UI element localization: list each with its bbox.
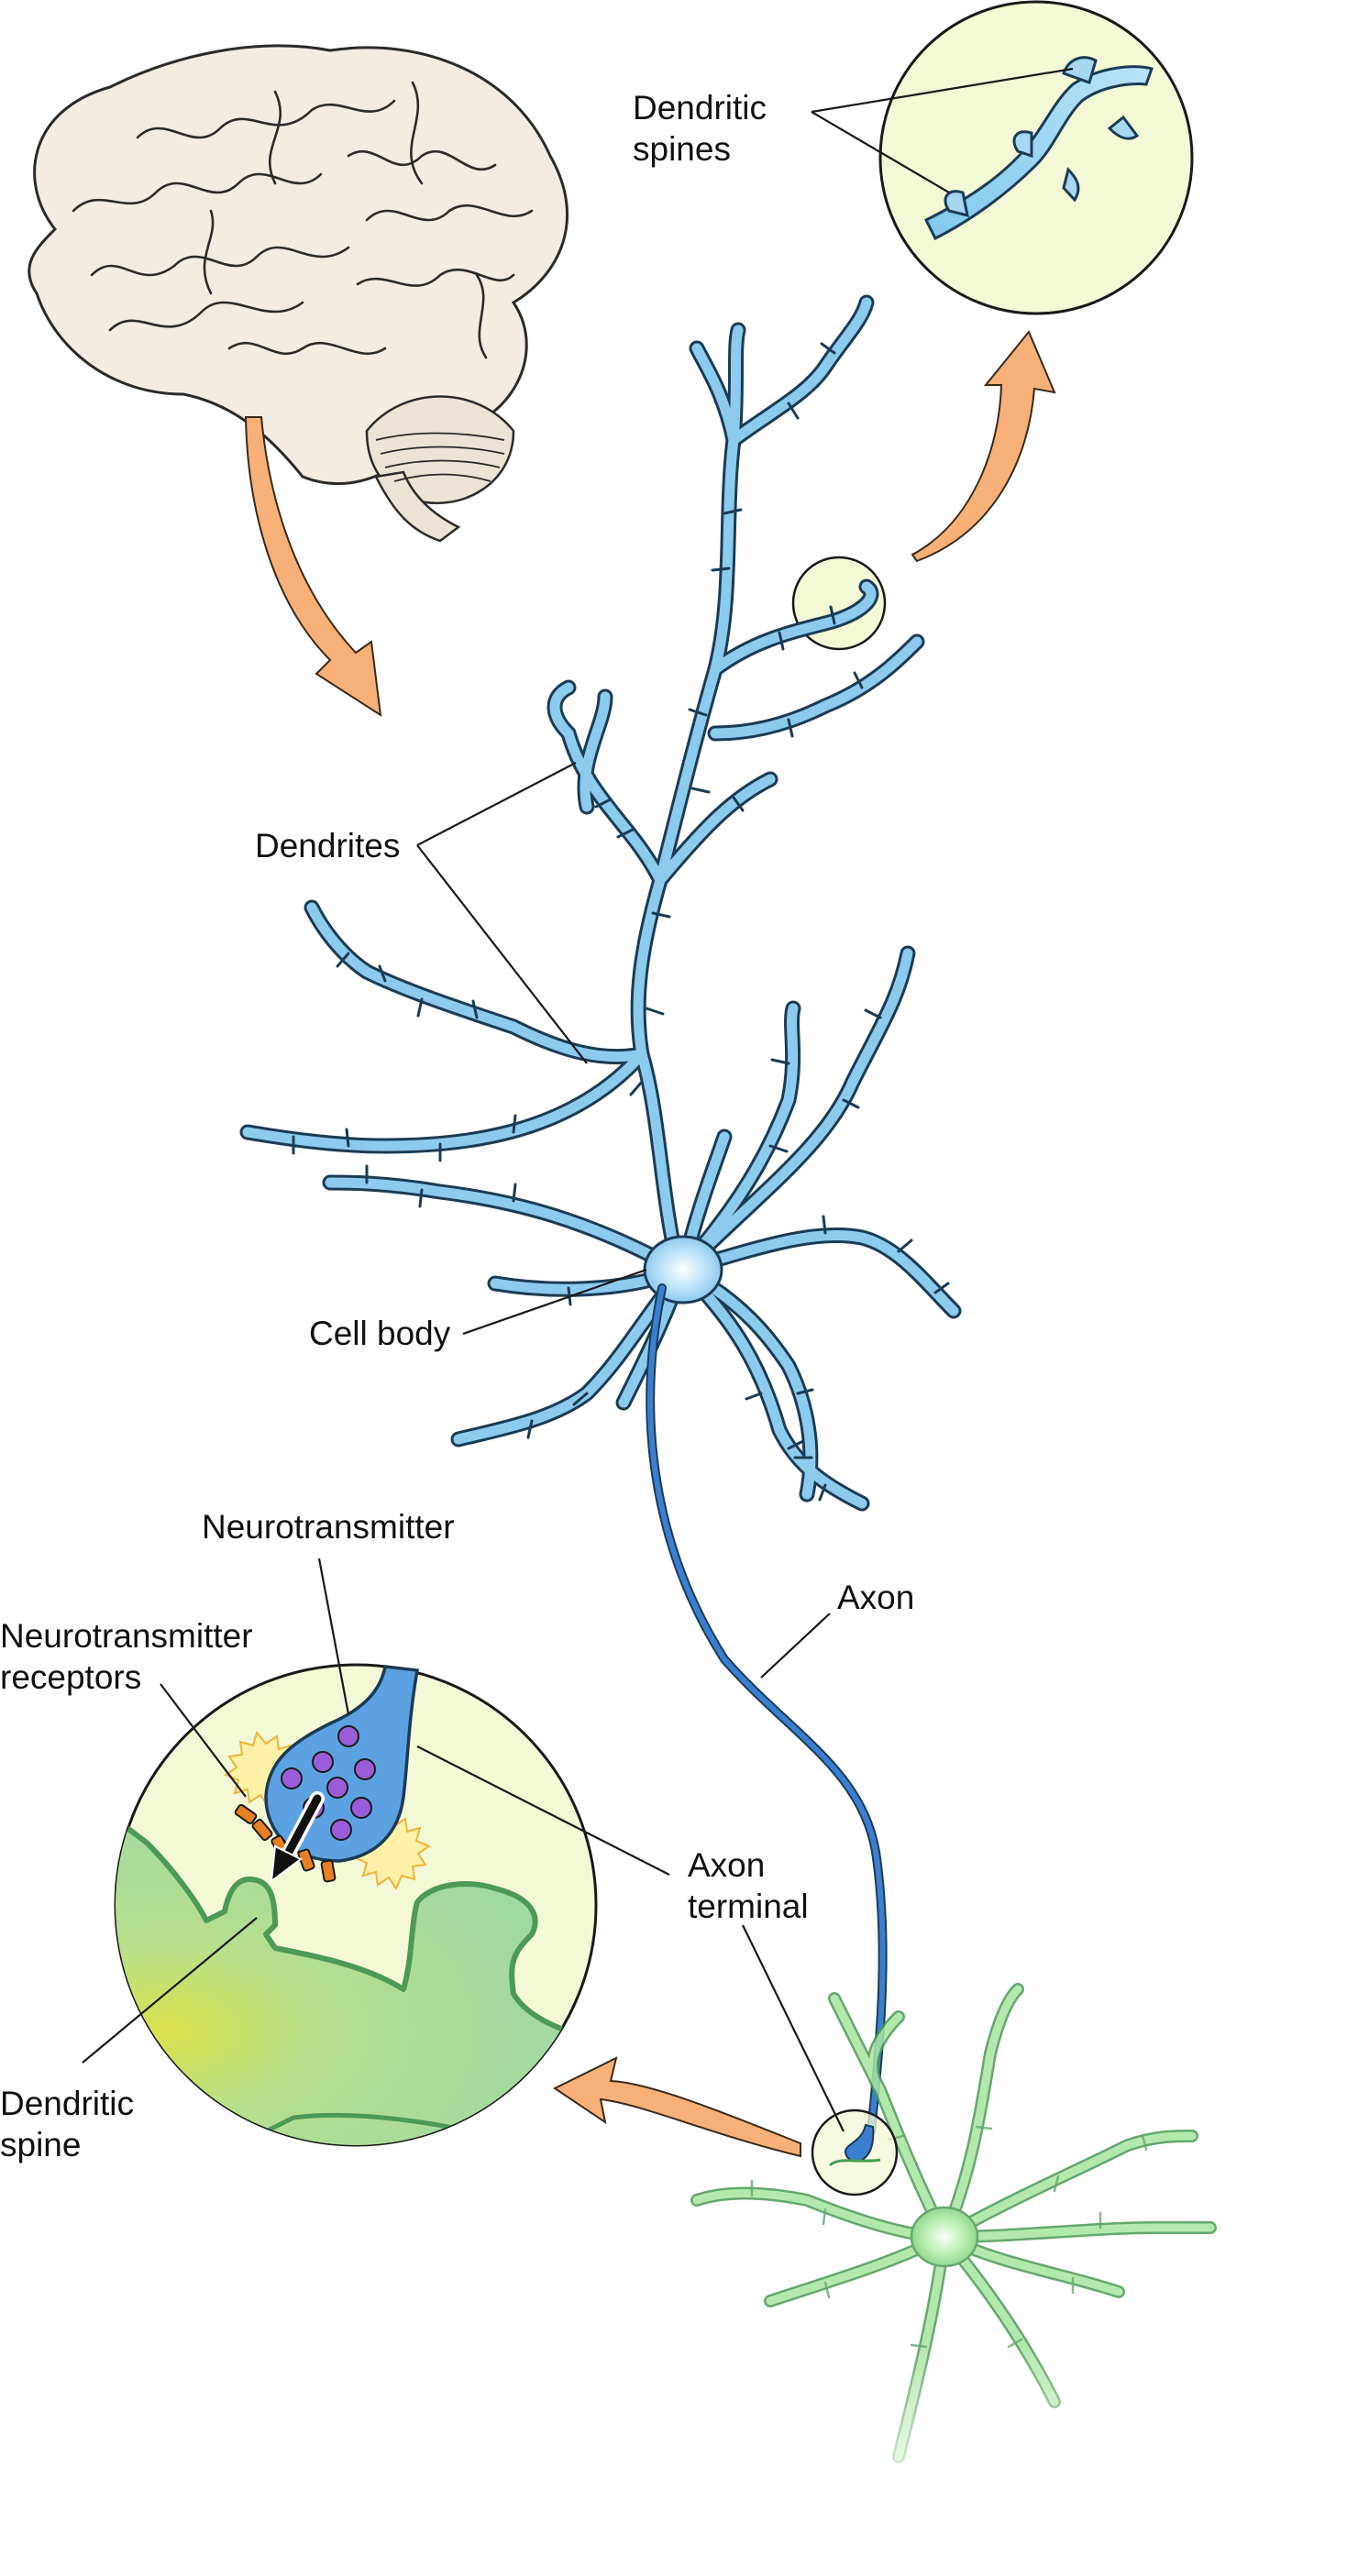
axon-terminal-highlight <box>811 2108 899 2196</box>
label-dendritic-spines: Dendritic spines <box>633 89 776 168</box>
label-neurotransmitter-receptors: Neurotransmitter receptors <box>0 1617 262 1696</box>
neurotransmitter-vesicles <box>281 1725 376 1841</box>
label-axon-terminal: Axon terminal <box>688 1846 809 1925</box>
arrow-brain-to-neuron <box>244 416 382 717</box>
labels: Dendritic spines Dendrites Cell body Neu… <box>0 89 914 2163</box>
receptor-icons <box>234 1803 337 1883</box>
label-axon: Axon <box>837 1579 914 1616</box>
dendritic-spines-zoom <box>878 0 1194 315</box>
green-neuron <box>679 1983 1247 2512</box>
leader-lines <box>82 67 1074 2132</box>
arrow-terminal-to-synapse <box>553 2056 801 2158</box>
axon <box>646 1283 888 2136</box>
arrow-spine-to-zoom <box>911 330 1056 563</box>
label-neurotransmitter: Neurotransmitter <box>202 1508 455 1546</box>
label-dendrites: Dendrites <box>255 827 400 864</box>
label-cell-body: Cell body <box>309 1315 451 1352</box>
label-dendritic-spine: Dendritic spine <box>0 2085 143 2163</box>
brain-illustration <box>28 44 569 543</box>
release-arrow-icon <box>270 1791 325 1884</box>
